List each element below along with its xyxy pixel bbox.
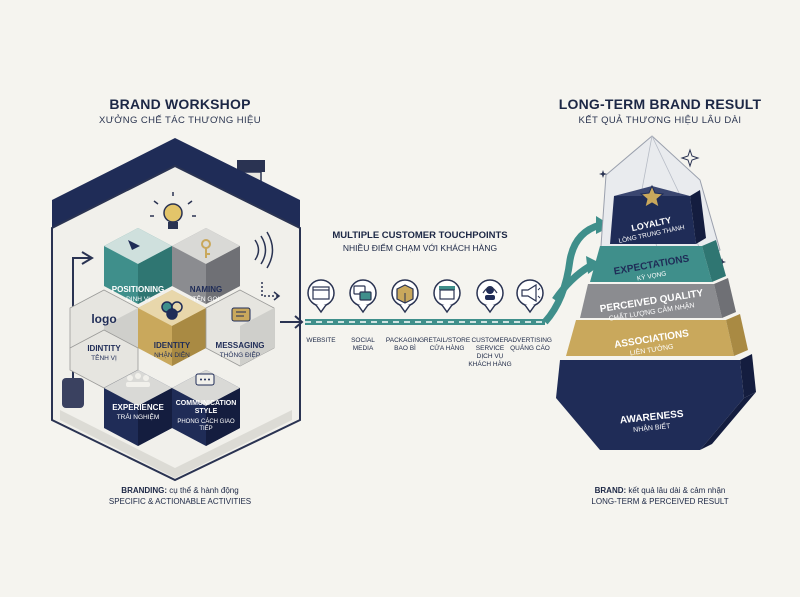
logo-label: logo <box>91 312 116 326</box>
pyramid-level-perceived-quality <box>580 278 736 318</box>
pyramid-level-associations <box>566 314 748 356</box>
positioning-label: POSITIONING <box>112 285 164 294</box>
sparkle-icon <box>680 148 700 168</box>
result-footnote: BRAND: kết quả lâu dài & cảm nhận LONG-T… <box>591 486 729 506</box>
touchpoint-social-label: SOCIAL MEDIA <box>351 337 375 352</box>
workshop-footnote: BRANDING: cụ thể & hành động SPECIFIC & … <box>108 486 252 506</box>
touchpoint-icons <box>307 279 544 314</box>
star-icon <box>639 184 665 209</box>
messaging-label: MESSAGING <box>216 341 265 350</box>
people-icon <box>126 373 150 387</box>
workshop-subtitle: XƯỞNG CHẾ TÁC THƯƠNG HIỆU <box>99 115 261 126</box>
canister <box>62 378 84 408</box>
touchpoint-box <box>391 279 419 314</box>
communication-label: COMMUNICATION STYLE <box>175 400 237 415</box>
touchpoints-subtitle: NHIỀU ĐIỂM CHẠM VỚI KHÁCH HÀNG <box>342 243 498 253</box>
lightbulb-icon <box>150 192 196 229</box>
cube-experience <box>104 370 172 446</box>
touchpoint-website-label: WEBSITE <box>306 337 336 344</box>
roof <box>52 138 300 228</box>
key-icon <box>201 239 211 258</box>
result-subtitle: KẾT QUẢ THƯƠNG HIỆU LÂU DÀI <box>578 115 742 126</box>
result-title: LONG-TERM BRAND RESULT <box>558 96 762 112</box>
experience-label: EXPERIENCE <box>112 403 164 412</box>
dashed-arrow <box>261 282 278 297</box>
identity-sub: NHẬN DIỆN <box>154 350 190 359</box>
sound-waves-icon <box>254 231 274 269</box>
touchpoint-megaphone <box>516 279 544 314</box>
touchpoint-advertising-label: ADVERTISING QUẢNG CÁO <box>508 337 552 352</box>
touchpoint-retail-label: RETAIL/STORE CỬA HÀNG <box>423 337 471 352</box>
communication-sub: PHONG CÁCH GIAO TIẾP <box>177 419 235 432</box>
identity-left-sub: TÊNH VỊ <box>91 353 117 362</box>
naming-label: NAMING <box>190 285 222 294</box>
rise-arrow-2 <box>552 262 592 302</box>
naming-sub: TÊN GỌI <box>193 294 220 303</box>
identity-left-label: IDINTITY <box>87 344 121 353</box>
dashed-arrow-head <box>273 291 281 301</box>
touchpoint-chat <box>349 279 377 314</box>
sparkle-small-icon <box>599 170 607 178</box>
touchpoint-packaging-label: PACKAGING BAO BÌ <box>385 337 425 352</box>
speech-icon <box>231 307 251 322</box>
pipe-arrow <box>81 251 94 265</box>
rise-arrow-1 <box>542 221 602 325</box>
touchpoint-store <box>433 279 461 314</box>
identity-label: IDENTITY <box>154 341 191 350</box>
messaging-sub: THÔNG ĐIỆP <box>220 350 260 359</box>
touchpoints-title: MULTIPLE CUSTOMER TOUCHPOINTS <box>332 230 508 241</box>
cursor-icon <box>128 240 140 250</box>
venn-icon <box>161 301 183 320</box>
touchpoint-browser <box>307 279 335 314</box>
rise-arrow-2-head <box>586 256 602 274</box>
positioning-sub: ĐỊNH VỊ <box>126 296 150 303</box>
cube-communication <box>172 370 240 446</box>
pyramid-level-expectations <box>590 240 726 282</box>
chimney-cap <box>237 160 265 172</box>
experience-sub: TRẢI NGHIỆM <box>117 412 160 421</box>
cube-messaging <box>205 289 275 367</box>
touchpoint-headset <box>476 279 504 314</box>
pyramid-level-awareness <box>556 354 756 450</box>
chat-icon <box>195 373 215 386</box>
workshop-title: BRAND WORKSHOP <box>109 96 251 112</box>
touchpoint-service-label: CUSTOMER SERVICE DỊCH VỤ KHÁCH HÀNG <box>468 337 512 368</box>
workshop-arrow-head <box>294 315 304 329</box>
cube-naming <box>172 228 240 304</box>
